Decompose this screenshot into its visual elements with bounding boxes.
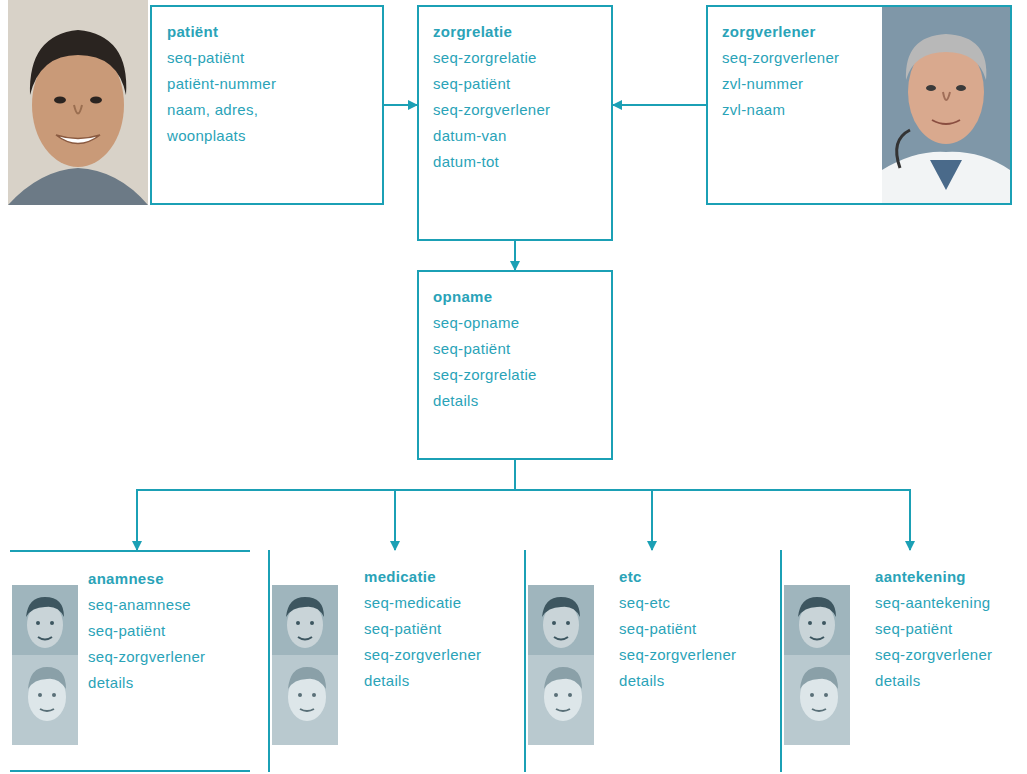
field-name: naam, adres, woonplaats bbox=[167, 97, 297, 149]
field-name: seq-patiënt bbox=[875, 616, 1016, 642]
field-name: patiënt-nummer bbox=[167, 71, 374, 97]
relation-arrow bbox=[613, 104, 706, 106]
entity-box: etcseq-etcseq-patiëntseq-zorgverlenerdet… bbox=[524, 550, 770, 772]
field-name: seq-zorgrelatie bbox=[433, 362, 603, 388]
caregiver-photo bbox=[882, 7, 1010, 203]
entity-name: etc bbox=[619, 564, 762, 590]
field-name: seq-patiënt bbox=[433, 71, 603, 97]
field-name: seq-zorgverlener bbox=[619, 642, 762, 668]
entity-box: patiëntseq-patiëntpatiënt-nummernaam, ad… bbox=[150, 5, 384, 205]
field-name: seq-zorgverlener bbox=[875, 642, 1016, 668]
entity-name: aantekening bbox=[875, 564, 1016, 590]
field-name: zvl-nummer bbox=[722, 71, 1002, 97]
field-name: seq-patiënt bbox=[167, 45, 374, 71]
small-photo bbox=[12, 585, 78, 745]
field-name: datum-van bbox=[433, 123, 603, 149]
relation-arrow bbox=[515, 460, 910, 550]
field-name: details bbox=[364, 668, 504, 694]
field-name: details bbox=[433, 388, 603, 414]
field-name: seq-zorgverlener bbox=[433, 97, 603, 123]
field-name: seq-opname bbox=[433, 310, 603, 336]
entity-name: patiënt bbox=[167, 19, 374, 45]
entity-name: opname bbox=[433, 284, 603, 310]
entity-box: opnameseq-opnameseq-patiëntseq-zorgrelat… bbox=[417, 270, 613, 460]
relation-arrow bbox=[515, 460, 652, 550]
field-name: seq-zorgverlener bbox=[88, 644, 242, 670]
entity-name: medicatie bbox=[364, 564, 504, 590]
field-name: seq-aantekening bbox=[875, 590, 1016, 616]
entity-name: zorgrelatie bbox=[433, 19, 603, 45]
field-name: details bbox=[619, 668, 762, 694]
field-name: seq-zorgverlener bbox=[722, 45, 1002, 71]
small-photo bbox=[272, 585, 338, 745]
entity-box: medicatieseq-medicatieseq-patiëntseq-zor… bbox=[268, 550, 512, 772]
field-name: details bbox=[88, 670, 242, 696]
field-name: seq-patiënt bbox=[433, 336, 603, 362]
small-photo bbox=[528, 585, 594, 745]
field-name: zvl-naam bbox=[722, 97, 1002, 123]
relation-arrow bbox=[137, 460, 515, 550]
relation-arrow bbox=[384, 104, 417, 106]
field-name: seq-zorgrelatie bbox=[433, 45, 603, 71]
entity-box: aantekeningseq-aantekeningseq-patiëntseq… bbox=[780, 550, 1024, 772]
relation-arrow bbox=[514, 241, 516, 270]
field-name: seq-patiënt bbox=[364, 616, 504, 642]
entity-name: anamnese bbox=[88, 566, 242, 592]
patient-photo bbox=[8, 0, 148, 205]
entity-box: zorgverlenerseq-zorgverlenerzvl-nummerzv… bbox=[706, 5, 1012, 205]
field-name: seq-anamnese bbox=[88, 592, 242, 618]
field-name: details bbox=[875, 668, 1016, 694]
field-name: seq-patiënt bbox=[619, 616, 762, 642]
field-name: seq-medicatie bbox=[364, 590, 504, 616]
small-photo bbox=[784, 585, 850, 745]
field-name: datum-tot bbox=[433, 149, 603, 175]
relation-arrow bbox=[395, 460, 515, 550]
field-name: seq-zorgverlener bbox=[364, 642, 504, 668]
entity-box: zorgrelatieseq-zorgrelatieseq-patiëntseq… bbox=[417, 5, 613, 241]
entity-box: anamneseseq-anamneseseq-patiëntseq-zorgv… bbox=[10, 550, 250, 772]
field-name: seq-etc bbox=[619, 590, 762, 616]
field-name: seq-patiënt bbox=[88, 618, 242, 644]
entity-name: zorgverlener bbox=[722, 19, 1002, 45]
